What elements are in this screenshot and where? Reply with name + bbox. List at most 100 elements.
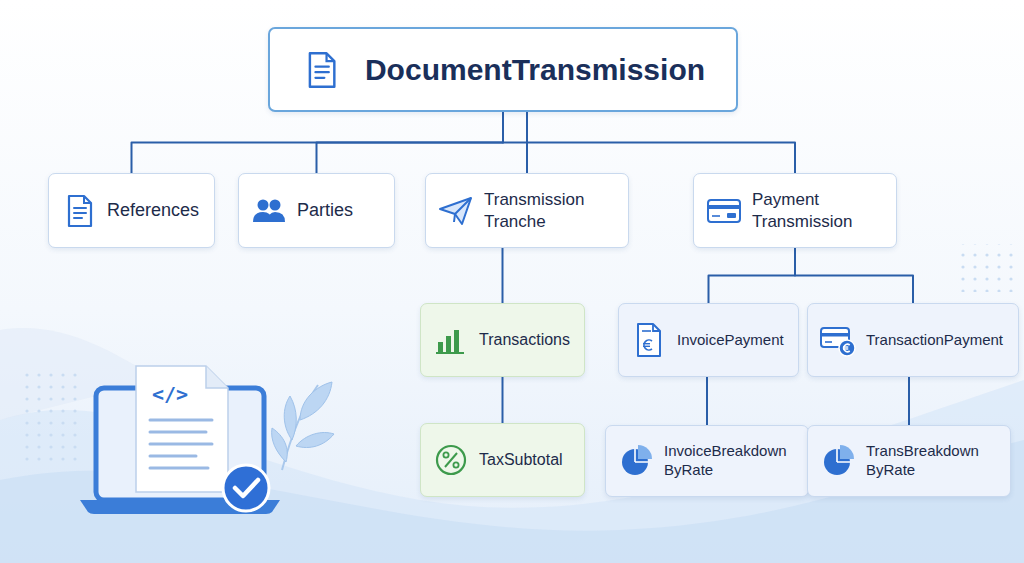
- node-icon: [631, 322, 667, 358]
- entity-box: Transmission Tranche: [425, 173, 629, 248]
- tree-connector: [795, 248, 913, 303]
- node-icon: [437, 446, 465, 474]
- node-icon: [635, 449, 648, 462]
- text-holder: InvoicePayment: [677, 331, 784, 350]
- node-icon: [84, 196, 91, 203]
- node-icon: [315, 76, 324, 78]
- text-holder: InvoiceBreakdown ByRate: [664, 442, 794, 480]
- node-icon: [638, 324, 660, 356]
- text-holder: TransactionPayment: [866, 331, 1003, 350]
- tree-connector: [502, 377, 504, 423]
- node-icon: [454, 330, 459, 352]
- laptop-illustration: [206, 366, 228, 388]
- laptop-illustration: [223, 465, 269, 511]
- node-icon: [258, 199, 269, 210]
- text-holder: TransBreakdown ByRate: [866, 442, 996, 480]
- tree-connector: [908, 377, 910, 425]
- root-box: DocumentTransmission: [268, 27, 738, 112]
- dot-grid: [955, 244, 1015, 292]
- node-icon: [438, 193, 474, 229]
- leaf-decor: [296, 433, 334, 448]
- text-holder: DocumentTransmission: [365, 51, 705, 89]
- leaf-decor: [272, 428, 288, 462]
- entity-box: InvoicePayment: [618, 303, 799, 377]
- leaf-decor: [284, 396, 296, 440]
- node-icon: [843, 348, 848, 349]
- leaf-decor: [272, 382, 334, 470]
- node-icon: [706, 193, 742, 229]
- entity-box: Payment Transmission: [693, 173, 897, 248]
- node-icon: [840, 445, 854, 459]
- text-holder: Parties: [297, 199, 353, 222]
- code-symbol: </>: [152, 382, 188, 406]
- tree-connector: [709, 248, 796, 303]
- entity-box: References: [48, 173, 215, 248]
- text-holder: Transactions: [479, 330, 570, 350]
- node-icon: [327, 53, 335, 61]
- node-icon: [74, 217, 82, 219]
- node-label: TransBreakdown ByRate: [866, 442, 996, 480]
- laptop-illustration: [150, 419, 212, 422]
- laptop-illustration: [150, 431, 206, 434]
- node-icon: [251, 193, 287, 229]
- laptop-illustration: [80, 366, 280, 514]
- tree-connector: [706, 377, 708, 425]
- tree-connector: [132, 112, 504, 173]
- root-title: DocumentTransmission: [365, 51, 705, 89]
- laptop-illustration: [150, 443, 212, 446]
- node-icon: [315, 65, 328, 67]
- node-label: TaxSubtotal: [479, 450, 563, 470]
- node-icon: [445, 453, 457, 467]
- node-icon: [74, 207, 86, 209]
- node-icon: [433, 322, 469, 358]
- tree-connector: [502, 248, 504, 303]
- node-icon: [653, 324, 660, 331]
- node-icon: [270, 199, 281, 210]
- node-label: Parties: [297, 199, 353, 222]
- entity-box: Transactions: [420, 303, 585, 377]
- node-icon: [843, 346, 848, 347]
- entity-box: InvoiceBreakdown ByRate: [605, 425, 809, 497]
- text-holder: Transmission Tranche: [484, 189, 614, 232]
- node-icon: [712, 215, 720, 217]
- node-icon: [454, 198, 471, 222]
- node-label: InvoiceBreakdown ByRate: [664, 442, 794, 480]
- node-icon: [61, 193, 97, 229]
- node-icon: [708, 205, 740, 209]
- node-icon: [453, 462, 458, 467]
- node-icon: [820, 322, 856, 358]
- laptop-illustration: [150, 455, 196, 458]
- node-icon: [436, 352, 464, 354]
- tree-connector: [317, 112, 504, 173]
- entity-box: Parties: [238, 173, 395, 248]
- node-label: TransactionPayment: [866, 331, 1003, 350]
- node-icon: [820, 443, 856, 479]
- node-icon: [825, 341, 832, 343]
- laptop-illustration: [150, 467, 208, 470]
- entity-box: TaxSubtotal: [420, 423, 585, 497]
- node-icon: [643, 346, 650, 347]
- laptop-illustration: [150, 420, 212, 468]
- node-label: InvoicePayment: [677, 331, 784, 350]
- node-icon: [446, 336, 451, 352]
- node-label: Payment Transmission: [752, 189, 882, 232]
- node-icon: [642, 330, 651, 332]
- entity-box: TransactionPayment: [807, 303, 1019, 377]
- node-icon: [708, 200, 740, 222]
- node-icon: [443, 452, 448, 457]
- node-label: Transactions: [479, 330, 570, 350]
- node-icon: [837, 449, 850, 462]
- node-icon: [69, 196, 91, 226]
- node-icon: [301, 50, 341, 90]
- text-holder: Payment Transmission: [752, 189, 882, 232]
- node-label: References: [107, 199, 199, 222]
- node-icon: [643, 343, 650, 344]
- node-icon: [310, 53, 334, 86]
- leaf-decor: [300, 382, 332, 420]
- entity-box: TransBreakdown ByRate: [807, 425, 1011, 497]
- node-icon: [315, 71, 328, 73]
- dot-grid: [18, 368, 78, 468]
- node-icon: [433, 442, 469, 478]
